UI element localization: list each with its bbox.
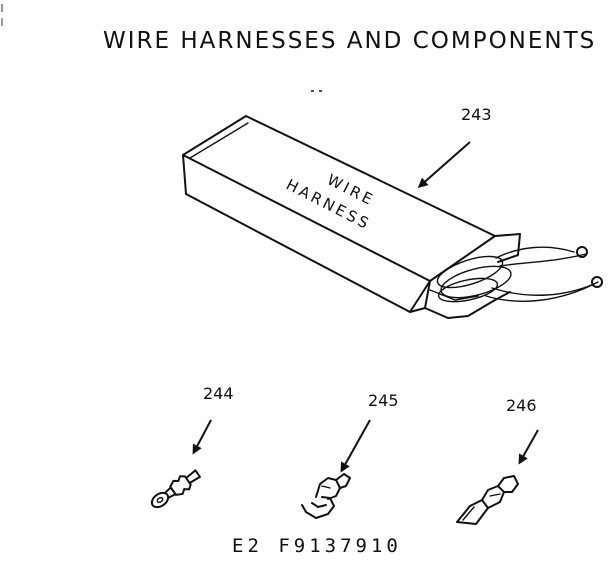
ring-terminal-icon bbox=[150, 469, 201, 509]
callout-244: 244 bbox=[203, 384, 234, 403]
diagram-title: WIRE HARNESSES AND COMPONENTS bbox=[103, 28, 596, 54]
callout-243: 243 bbox=[461, 105, 492, 124]
callout-244-arrow bbox=[192, 419, 212, 455]
callout-246: 246 bbox=[506, 396, 537, 415]
wire-harness-box-icon bbox=[182, 115, 603, 319]
callout-246-arrow bbox=[518, 429, 539, 465]
harness-wires bbox=[436, 246, 603, 303]
female-terminal-icon bbox=[456, 475, 519, 525]
callout-245: 245 bbox=[368, 391, 399, 410]
diagram-code: E2 F9137910 bbox=[232, 535, 402, 557]
callout-245-arrow bbox=[340, 419, 371, 473]
callout-243-arrow bbox=[417, 141, 471, 188]
spade-terminal-icon bbox=[301, 473, 351, 519]
